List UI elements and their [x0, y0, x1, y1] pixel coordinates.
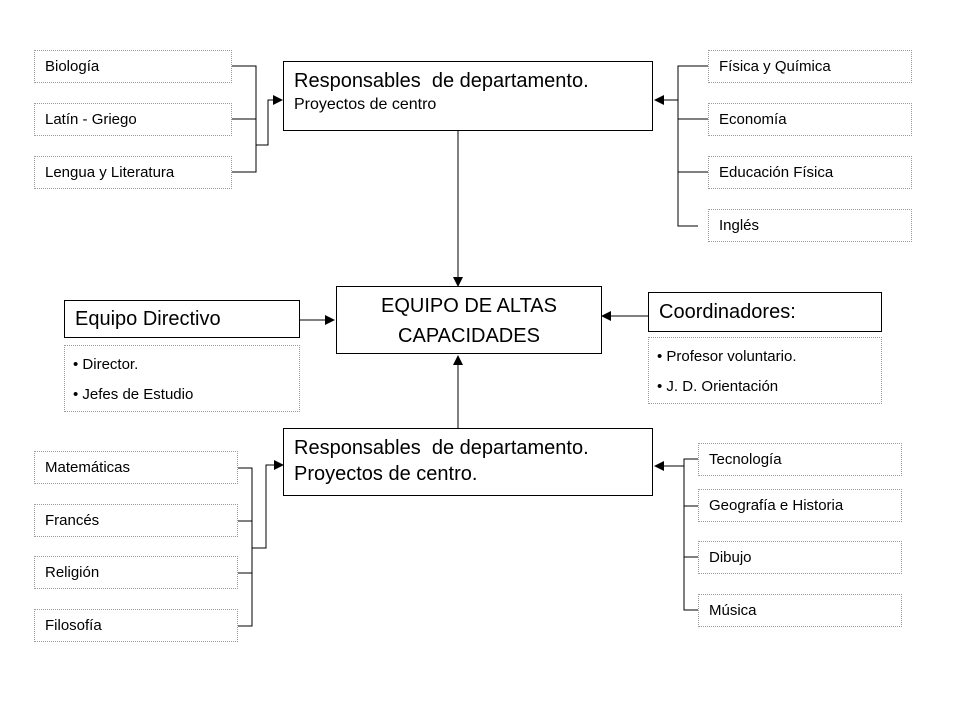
center-line-2: CAPACIDADES: [398, 325, 540, 347]
dept-musica: Música: [698, 594, 902, 627]
top-responsables-box: Responsables de departamento. Proyectos …: [283, 61, 653, 131]
list-item: • J. D. Orientación: [657, 378, 779, 395]
bottom-responsables-subtitle: Proyectos de centro.: [294, 463, 478, 485]
dept-ingles: Inglés: [708, 209, 912, 242]
dept-latin-griego: Latín - Griego: [34, 103, 232, 136]
equipo-directivo-box: Equipo Directivo: [64, 300, 300, 338]
dept-matematicas: Matemáticas: [34, 451, 238, 484]
dept-economia: Economía: [708, 103, 912, 136]
bottom-responsables-title: Responsables de departamento.: [294, 437, 589, 459]
dept-tecnologia: Tecnología: [698, 443, 902, 476]
bottom-responsables-box: Responsables de departamento. Proyectos …: [283, 428, 653, 496]
dept-religion: Religión: [34, 556, 238, 589]
dept-biologia: Biología: [34, 50, 232, 83]
dept-educacion-fisica: Educación Física: [708, 156, 912, 189]
center-line-1: EQUIPO DE ALTAS: [381, 295, 557, 317]
coordinadores-list: • Profesor voluntario. • J. D. Orientaci…: [648, 337, 882, 404]
dept-geografia-historia: Geografía e Historia: [698, 489, 902, 522]
dept-dibujo: Dibujo: [698, 541, 902, 574]
coordinadores-box: Coordinadores:: [648, 292, 882, 332]
top-responsables-title: Responsables de departamento.: [294, 70, 589, 92]
list-item: • Profesor voluntario.: [657, 348, 797, 365]
dept-lengua-literatura: Lengua y Literatura: [34, 156, 232, 189]
equipo-directivo-list: • Director. • Jefes de Estudio: [64, 345, 300, 412]
list-item: • Director.: [73, 356, 139, 373]
dept-fisica-quimica: Física y Química: [708, 50, 912, 83]
dept-filosofia: Filosofía: [34, 609, 238, 642]
list-item: • Jefes de Estudio: [73, 386, 194, 403]
top-responsables-subtitle: Proyectos de centro: [294, 96, 437, 113]
dept-frances: Francés: [34, 504, 238, 537]
equipo-altas-capacidades-box: EQUIPO DE ALTAS CAPACIDADES: [336, 286, 602, 354]
